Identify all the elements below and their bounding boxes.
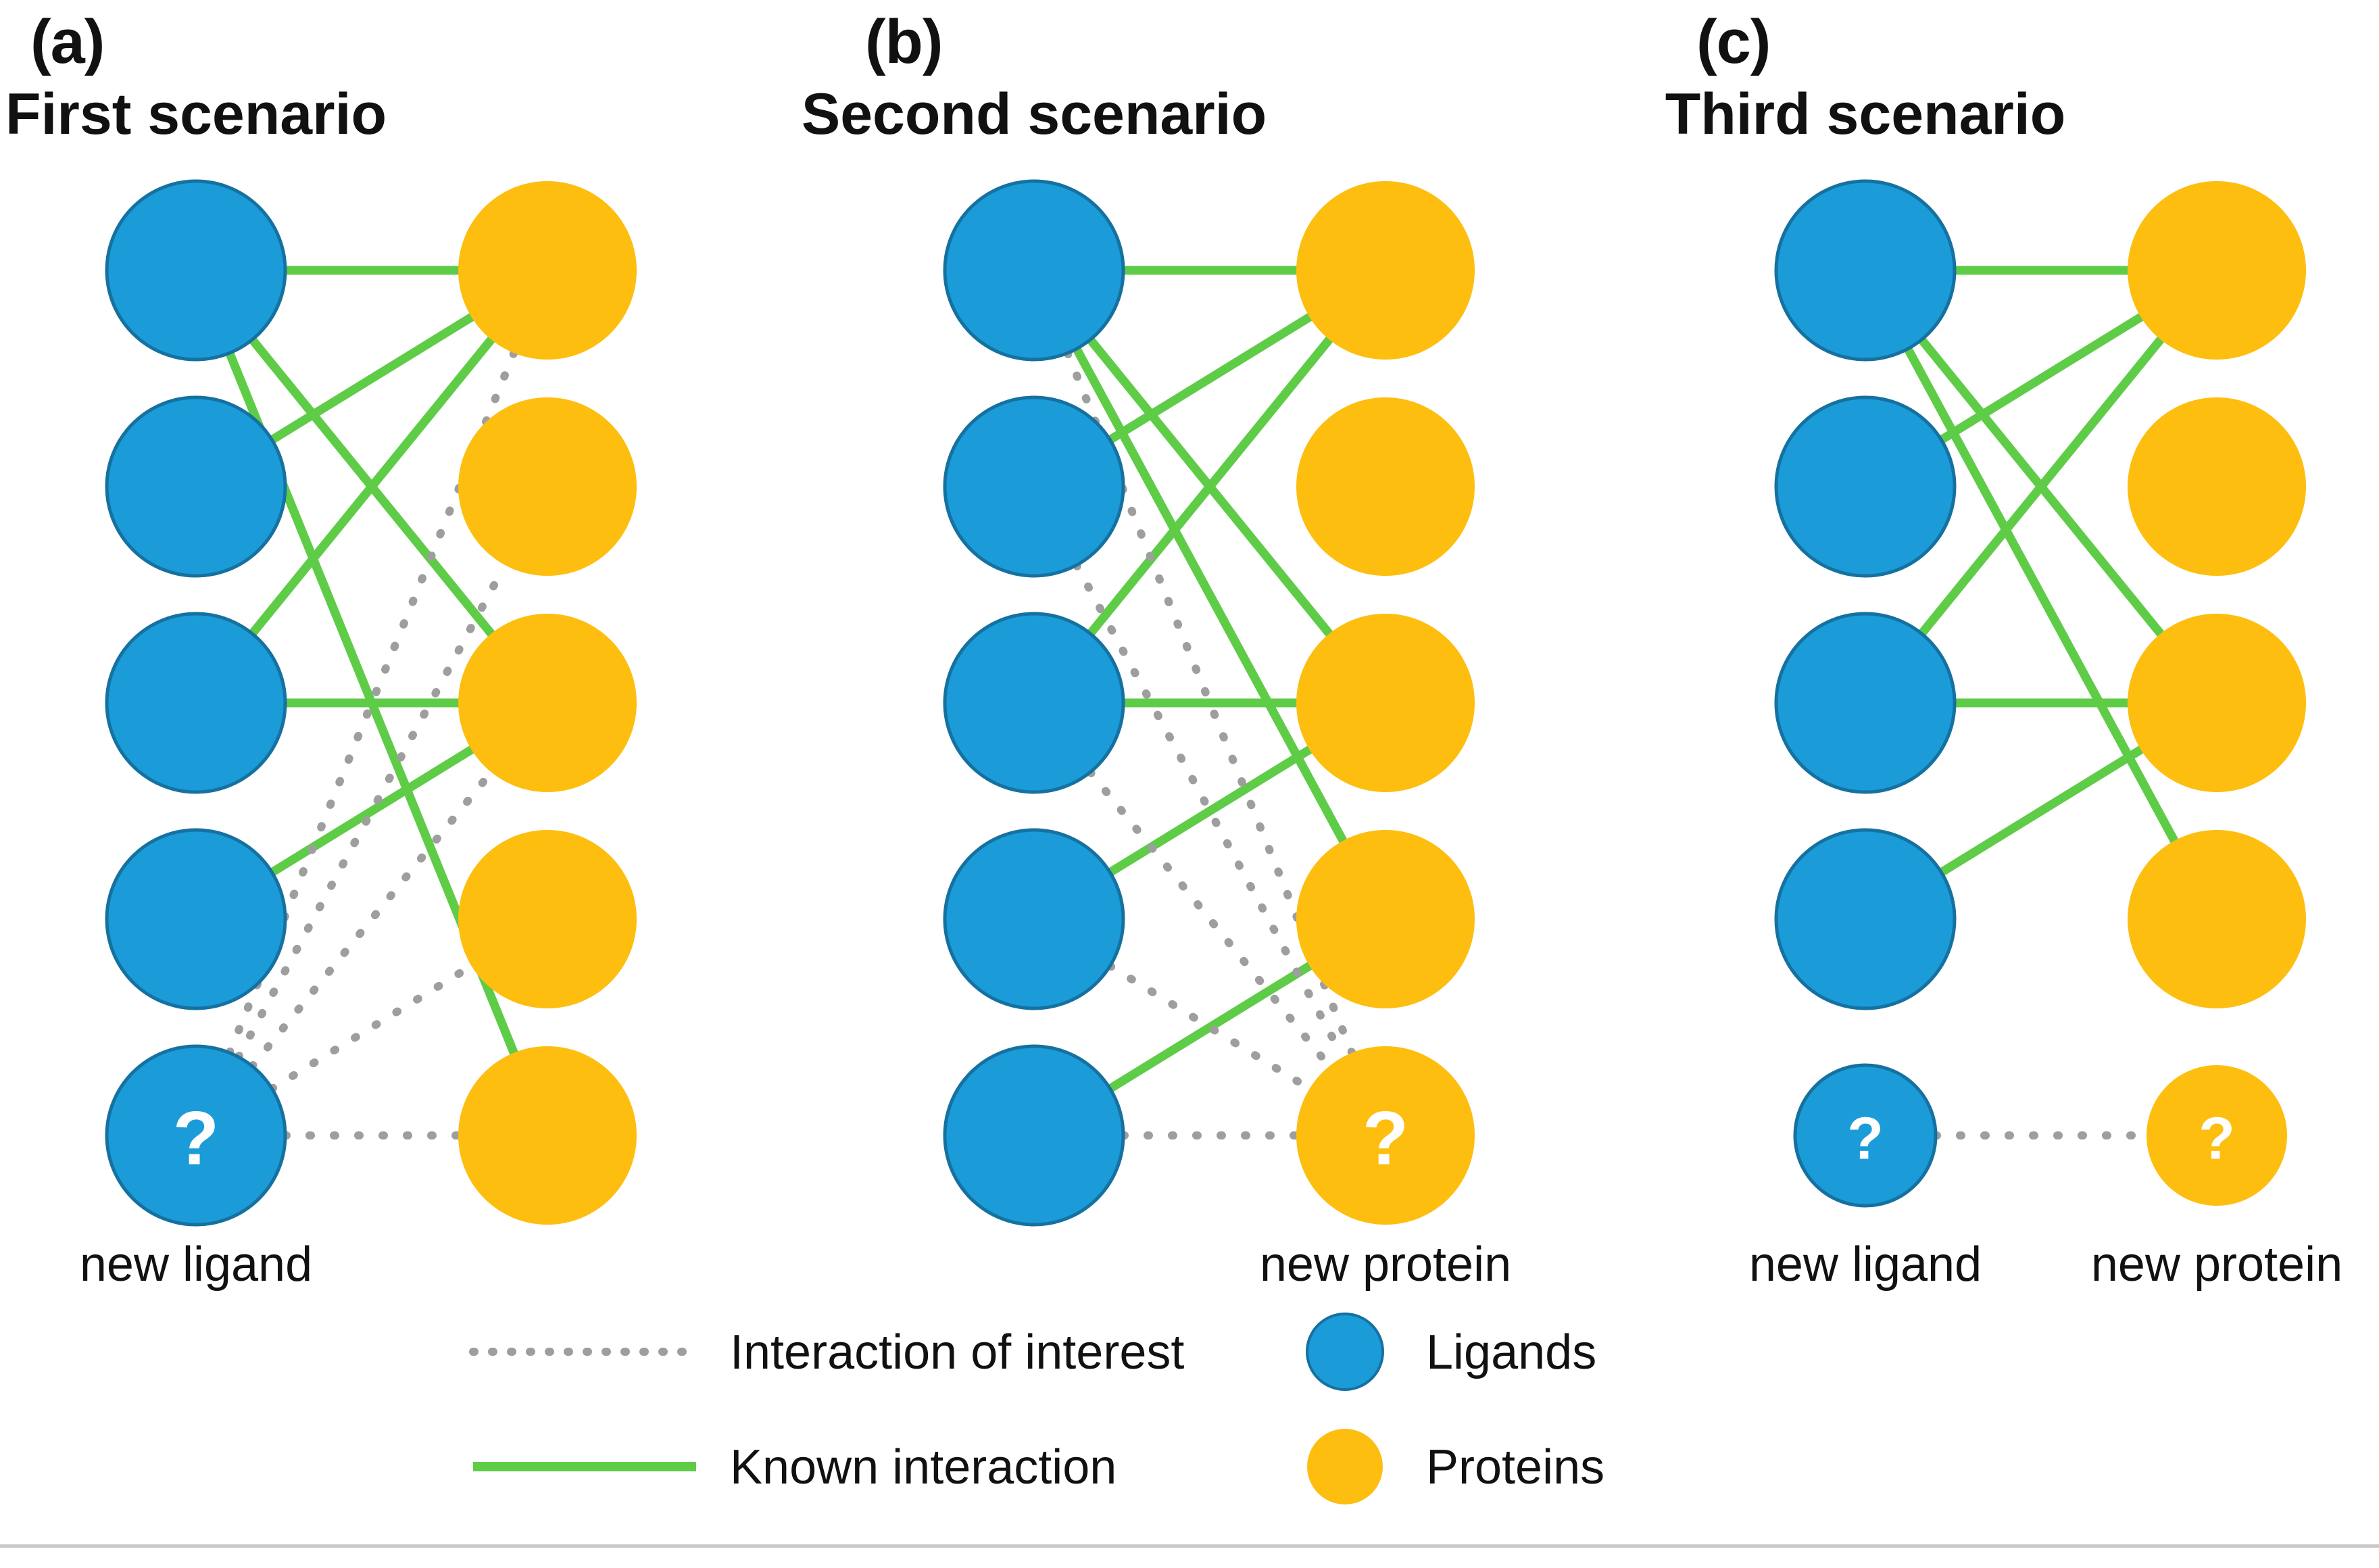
new-ligand-node[interactable] — [105, 1044, 287, 1227]
bottom-divider — [0, 1544, 2379, 1548]
ligand-node[interactable] — [943, 395, 1125, 578]
protein-node[interactable] — [458, 181, 637, 360]
column-label: new protein — [2090, 1238, 2343, 1292]
legend-label: Interaction of interest — [730, 1325, 1185, 1379]
new-ligand-question-mark: ? — [1847, 1105, 1884, 1172]
ligand-node[interactable] — [943, 612, 1125, 794]
ligand-node[interactable] — [943, 179, 1125, 362]
known-interaction-edge — [1105, 961, 1315, 1094]
ligand-node[interactable] — [943, 1044, 1125, 1227]
known-interaction-edge — [247, 335, 496, 639]
known-interaction-edge — [1936, 312, 2146, 445]
protein-node[interactable] — [2128, 614, 2306, 792]
panel-title: Second scenario — [801, 82, 1267, 147]
ligand-node[interactable] — [105, 828, 287, 1010]
ligand-node[interactable] — [105, 395, 287, 578]
ligand-node[interactable] — [943, 828, 1125, 1010]
protein-node[interactable] — [1296, 397, 1475, 576]
new-protein-node[interactable] — [1296, 1046, 1475, 1225]
panel-title: First scenario — [5, 82, 387, 147]
new-protein-question-mark: ? — [1363, 1096, 1408, 1181]
interaction-of-interest-edge — [248, 768, 495, 1071]
known-interaction-edge — [1105, 312, 1315, 445]
new-protein-question-mark: ? — [2199, 1105, 2235, 1172]
known-interaction-edge — [267, 312, 476, 445]
legend-label: Proteins — [1426, 1440, 1605, 1494]
legend-ligand-circle-icon — [1306, 1313, 1384, 1391]
known-interaction-edge — [267, 745, 476, 877]
protein-node[interactable] — [1296, 830, 1475, 1008]
protein-node[interactable] — [458, 614, 637, 792]
protein-node[interactable] — [1296, 181, 1475, 360]
legend-label: Ligands — [1426, 1325, 1597, 1379]
protein-node[interactable] — [458, 397, 637, 576]
ligand-node[interactable] — [1774, 395, 1957, 578]
new-ligand-node[interactable] — [1793, 1063, 1938, 1208]
protein-node[interactable] — [2128, 830, 2306, 1008]
protein-node[interactable] — [458, 830, 637, 1008]
protein-node[interactable] — [1296, 614, 1475, 792]
panel-letter: (a) — [30, 7, 105, 76]
ligand-node[interactable] — [105, 612, 287, 794]
legend-protein-circle-icon — [1307, 1429, 1383, 1504]
known-interaction-edge — [1085, 335, 1334, 639]
column-label: new ligand — [79, 1238, 313, 1292]
interaction-of-interest-edge — [268, 962, 476, 1093]
panel-letter: (c) — [1696, 7, 1771, 76]
interaction-of-interest-edge — [1072, 561, 1348, 1061]
new-protein-node[interactable] — [2147, 1065, 2287, 1206]
known-interaction-edge — [1105, 745, 1315, 877]
interaction-of-interest-edge — [1106, 962, 1314, 1093]
known-interaction-edge — [1917, 335, 2165, 639]
new-ligand-question-mark: ? — [173, 1096, 219, 1181]
protein-node[interactable] — [458, 1046, 637, 1225]
protein-node[interactable] — [2128, 397, 2306, 576]
ligand-node[interactable] — [1774, 828, 1957, 1010]
ligand-node[interactable] — [1774, 612, 1957, 794]
panel-letter: (b) — [865, 7, 943, 76]
legend-label: Known interaction — [730, 1440, 1117, 1494]
protein-node[interactable] — [2128, 181, 2306, 360]
interaction-of-interest-edge — [234, 561, 510, 1061]
column-label: new protein — [1259, 1238, 1512, 1292]
column-label: new ligand — [1748, 1238, 1982, 1292]
ligand-node[interactable] — [1774, 179, 1957, 362]
interaction-of-interest-edge — [1086, 768, 1333, 1071]
known-interaction-edge — [1936, 745, 2146, 877]
panel-title: Third scenario — [1665, 82, 2066, 147]
ligand-node[interactable] — [105, 179, 287, 362]
